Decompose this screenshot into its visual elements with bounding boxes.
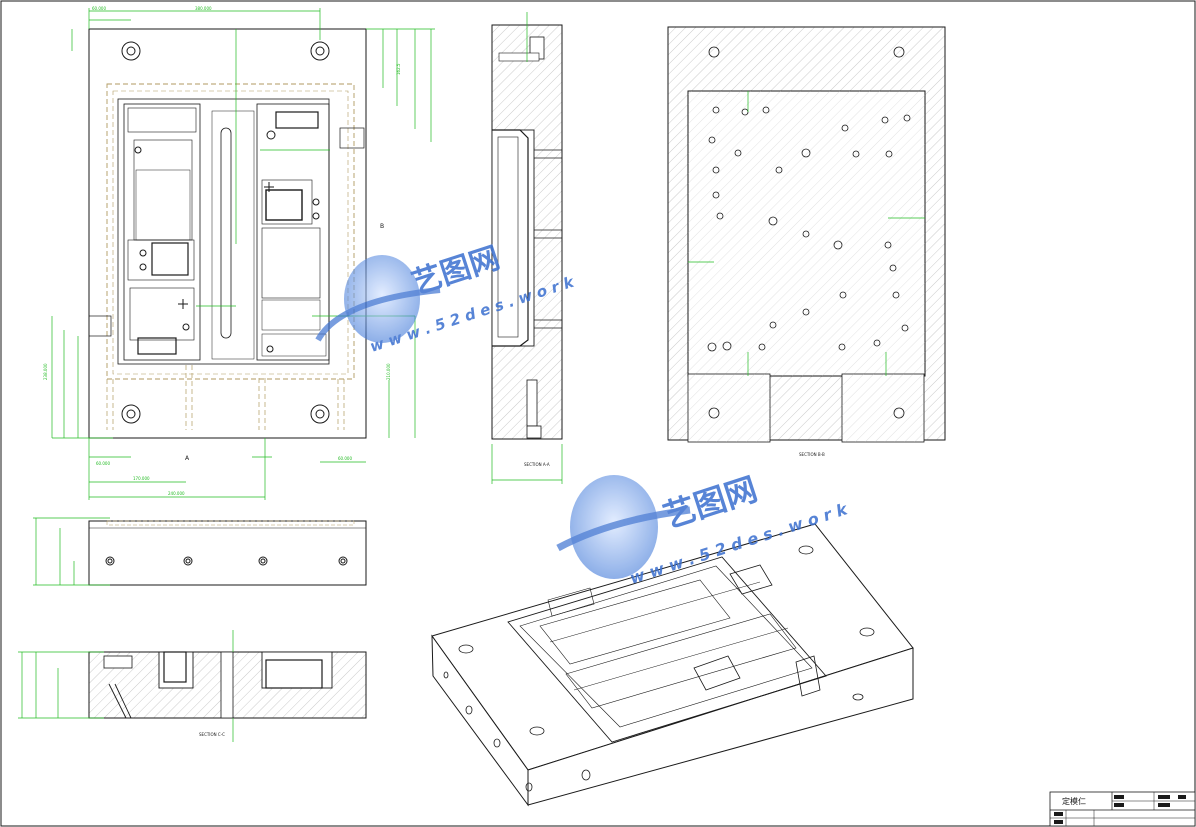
svg-text:240.000: 240.000 (168, 491, 185, 496)
section-cc: SECTION C-C (18, 630, 367, 742)
svg-text:162.5: 162.5 (396, 63, 401, 75)
section-aa-label: SECTION A-A (524, 462, 550, 467)
section-bb: SECTION B-B (667, 26, 946, 457)
svg-text:170.000: 170.000 (133, 476, 150, 481)
section-cc-label: SECTION C-C (199, 732, 225, 737)
title-block: 定模仁 (1049, 791, 1196, 827)
isometric-view (431, 523, 914, 807)
watermark-brand-top: 艺图网 (408, 241, 504, 302)
marker-b-plan: B (380, 223, 384, 230)
svg-text:380.000: 380.000 (195, 6, 212, 11)
svg-text:210.000: 210.000 (386, 363, 391, 380)
svg-text:60.000: 60.000 (338, 456, 352, 461)
svg-text:238.000: 238.000 (43, 363, 48, 380)
svg-text:60.000: 60.000 (92, 6, 106, 11)
watermark-brand-bottom: 艺图网 (659, 470, 762, 536)
section-aa: SECTION A-A (491, 12, 563, 484)
svg-text:60.000: 60.000 (96, 461, 110, 466)
plan-view: 60.000 380.000 162.5 238.000 210.000 170.… (43, 6, 435, 500)
marker-a-plan: A (185, 455, 190, 462)
part-name: 定模仁 (1062, 796, 1086, 806)
front-elevation (33, 517, 367, 586)
section-bb-label: SECTION B-B (799, 452, 825, 457)
